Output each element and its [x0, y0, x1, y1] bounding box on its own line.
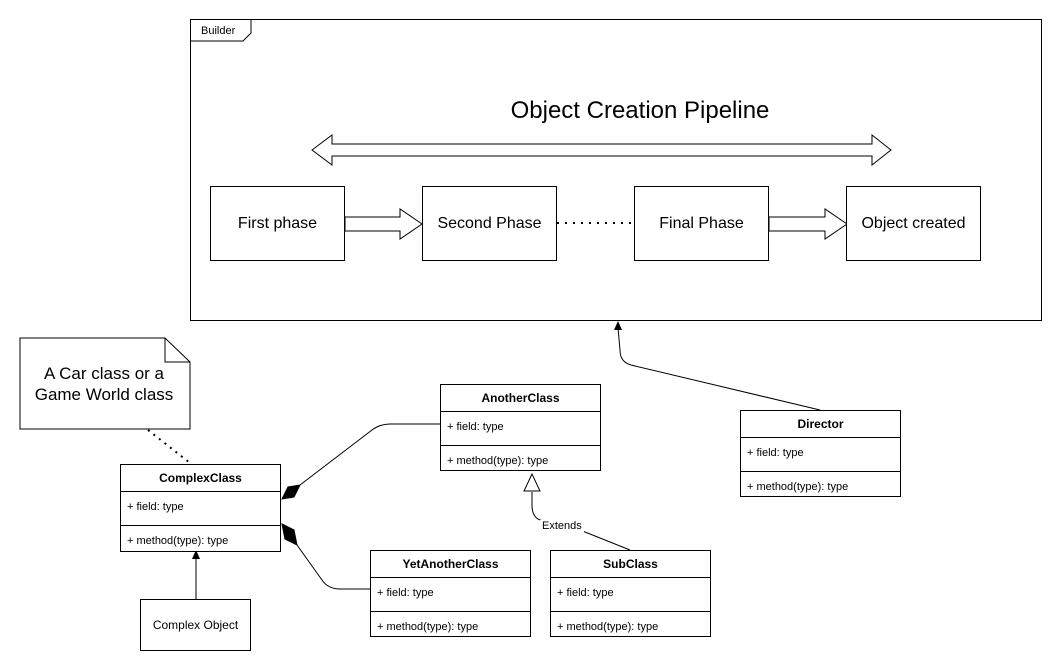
class-anotherclass[interactable]: AnotherClass + field: type + method(type…: [440, 384, 601, 471]
phase-second-label: Second Phase: [437, 214, 542, 232]
composition-diamond-top: [281, 484, 301, 500]
phase-first-label: First phase: [237, 214, 318, 232]
note-shape: [19, 337, 191, 430]
class-director[interactable]: Director + field: type + method(type): t…: [740, 410, 901, 497]
arrow-final-to-created: [768, 208, 848, 240]
class-field: + field: type: [741, 438, 900, 472]
pipeline-double-arrow: [311, 133, 892, 167]
builder-frame: Builder: [190, 19, 1042, 321]
class-method: + method(type): type: [747, 481, 849, 493]
frame-tab: [191, 20, 252, 42]
frame-label: Builder: [201, 25, 236, 37]
phase-object-created-label: Object created: [861, 214, 966, 232]
class-method: + method(type): type: [377, 621, 479, 633]
complex-object-box[interactable]: Complex Object: [140, 599, 251, 651]
phase-object-created[interactable]: Object created: [846, 186, 981, 261]
inheritance-triangle: [523, 472, 541, 492]
phase-second[interactable]: Second Phase: [422, 186, 557, 261]
note-fold: [164, 338, 190, 363]
pipeline-title: Object Creation Pipeline: [190, 96, 1061, 126]
class-complexclass[interactable]: ComplexClass + field: type + method(type…: [120, 464, 281, 552]
class-name: Director: [741, 411, 900, 438]
class-name: YetAnotherClass: [371, 551, 530, 578]
complexobject-arrowhead: [192, 550, 200, 559]
arrow-first-to-second: [344, 208, 423, 240]
class-field: + field: type: [551, 578, 710, 612]
class-name: ComplexClass: [121, 465, 280, 492]
director-arrowhead: [614, 321, 622, 330]
phase-final[interactable]: Final Phase: [634, 186, 769, 261]
complex-object-label: Complex Object: [152, 618, 239, 632]
class-field: + field: type: [441, 412, 600, 446]
note-text: A Car class or a Game World class: [34, 363, 174, 404]
class-field: + field: type: [371, 578, 530, 612]
composition-diamond-bottom: [281, 523, 298, 546]
class-name: SubClass: [551, 551, 710, 578]
note[interactable]: A Car class or a Game World class: [20, 338, 188, 429]
class-method: + method(type): type: [127, 535, 229, 547]
extends-line: [531, 492, 631, 551]
class-method: + method(type): type: [557, 621, 659, 633]
complex-yetanother-line: [296, 544, 371, 590]
class-name: AnotherClass: [441, 385, 600, 412]
phase-final-label: Final Phase: [659, 214, 744, 232]
director-to-builder-line: [617, 327, 821, 411]
phase-first[interactable]: First phase: [210, 186, 345, 261]
extends-label: Extends: [540, 520, 584, 532]
complex-another-line: [299, 423, 440, 486]
pipeline-title-text: Object Creation Pipeline: [510, 97, 770, 124]
note-to-complexclass: [147, 429, 191, 464]
class-subclass[interactable]: SubClass + field: type + method(type): t…: [550, 550, 711, 637]
class-method: + method(type): type: [447, 455, 549, 467]
class-yetanotherclass[interactable]: YetAnotherClass + field: type + method(t…: [370, 550, 531, 637]
class-field: + field: type: [121, 492, 280, 526]
